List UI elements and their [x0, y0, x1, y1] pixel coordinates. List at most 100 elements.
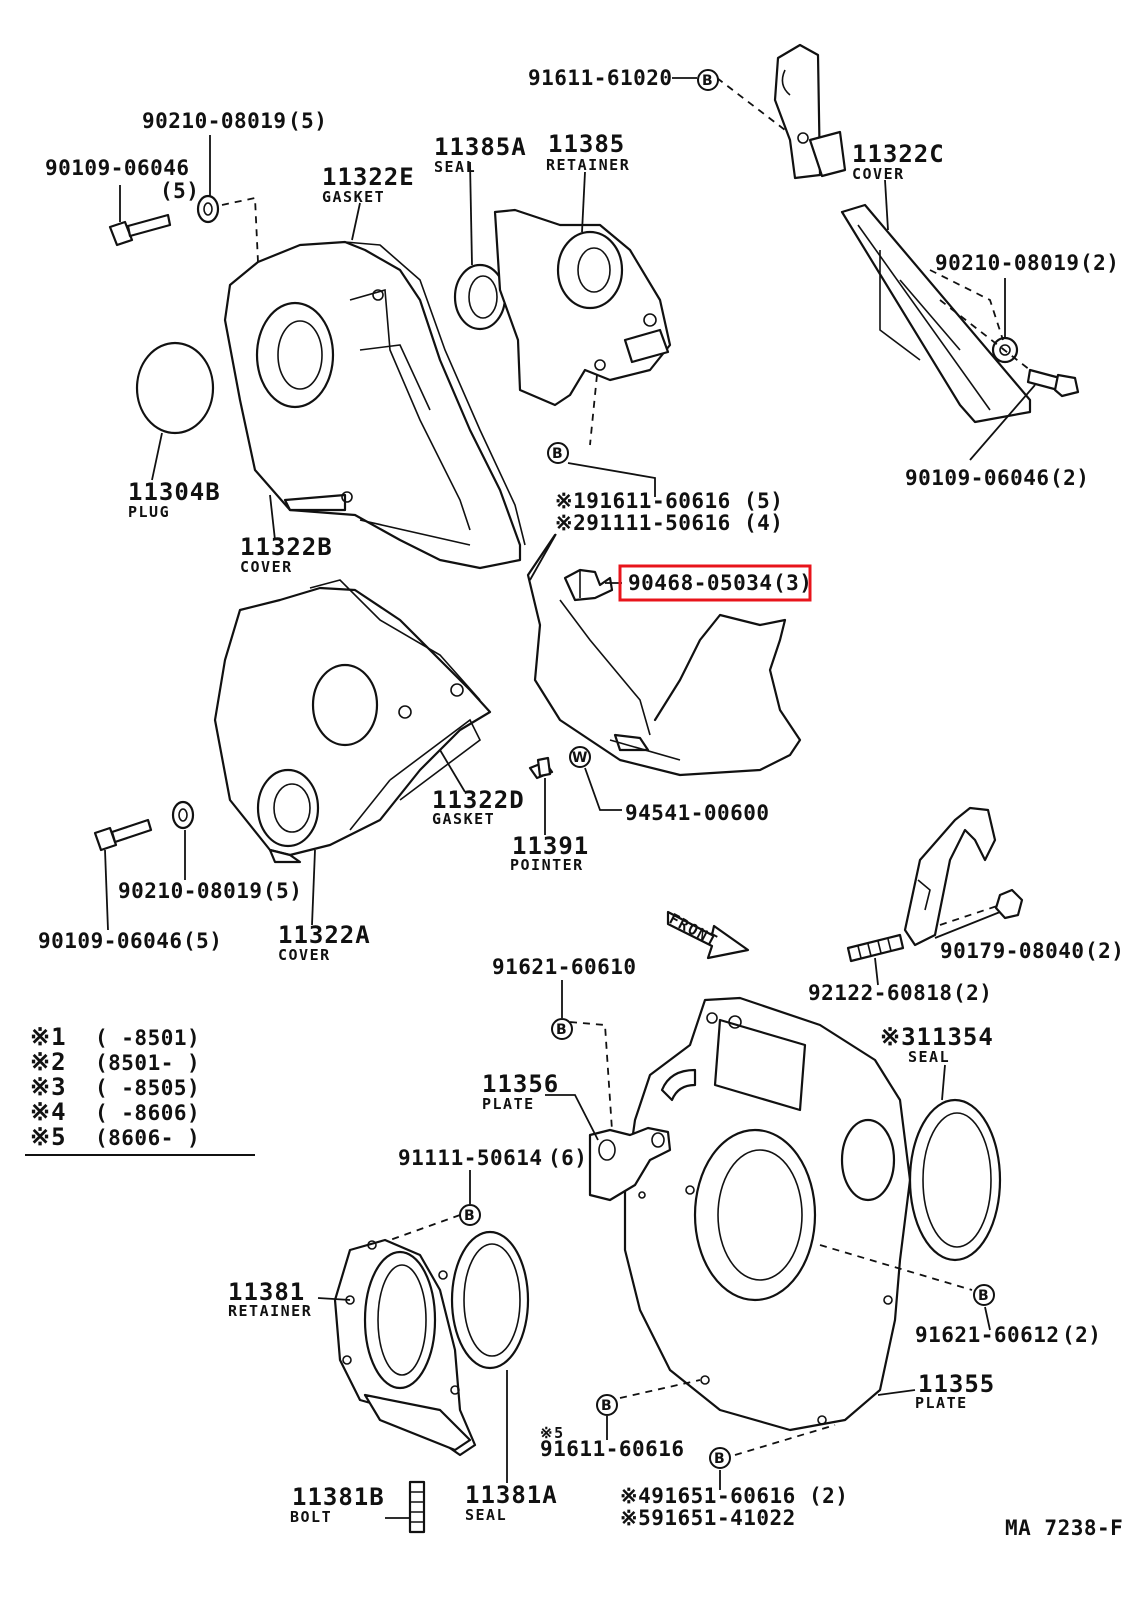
- legend-mark: ※4: [30, 1098, 67, 1126]
- mark-circle-b: B: [551, 1018, 573, 1040]
- svg-text:W: W: [572, 750, 587, 766]
- part-sublabel: SEAL: [465, 1506, 507, 1524]
- part-label: 90109-06046: [45, 156, 190, 180]
- part-label: 11355: [918, 1370, 995, 1398]
- part-label: 11385: [548, 130, 625, 158]
- legend-range: ( -8606): [95, 1101, 200, 1125]
- part-sublabel: GASKET: [432, 810, 495, 828]
- pointer-11391: [528, 756, 554, 780]
- part-sublabel: PLATE: [482, 1095, 535, 1113]
- mark-circle-b: B: [709, 1447, 731, 1469]
- part-sublabel: BOLT: [290, 1508, 332, 1526]
- part-label: 11322A: [278, 921, 371, 949]
- svg-text:B: B: [714, 1451, 725, 1467]
- part-label-highlighted[interactable]: 90468-05034: [628, 571, 773, 595]
- part-sublabel: RETAINER: [228, 1302, 312, 1320]
- part-qty: (6): [548, 1146, 587, 1170]
- part-qty: (5): [183, 929, 222, 953]
- engine-block-outline: [526, 533, 802, 777]
- mark-circle-b: B: [697, 69, 719, 91]
- part-sublabel: COVER: [278, 946, 331, 964]
- legend-mark: ※3: [30, 1073, 67, 1101]
- part-label: 90210-08019: [935, 251, 1080, 275]
- seal-11354: [908, 1098, 1002, 1262]
- part-label: 11381A: [465, 1481, 558, 1509]
- part-sublabel: SEAL: [434, 158, 476, 176]
- part-label: ※591651-41022: [620, 1506, 796, 1530]
- part-label: ※491651-60616 (2): [620, 1484, 848, 1508]
- stud-92122: [846, 933, 905, 963]
- part-label: 90109-06046: [905, 466, 1050, 490]
- part-qty: (2): [953, 981, 992, 1005]
- bolt-right: [1026, 368, 1080, 398]
- upper-timing-cover-11322b: [223, 240, 526, 570]
- part-sublabel: COVER: [852, 165, 905, 183]
- mark-circle-b: B: [547, 442, 569, 464]
- part-qty: (2): [1050, 466, 1089, 490]
- part-qty: (2): [1062, 1323, 1101, 1347]
- part-label: ※191611-60616 (5): [555, 489, 783, 513]
- washer-top-left: [196, 194, 220, 224]
- seal-11381a: [450, 1230, 530, 1370]
- part-label: 91611-61020: [528, 66, 673, 90]
- legend-mark: ※1: [30, 1023, 67, 1051]
- part-qty: (5): [288, 109, 327, 133]
- part-label: 11391: [512, 832, 589, 860]
- lower-timing-cover-11322a: [213, 579, 492, 864]
- part-label: 92122-60818: [808, 981, 953, 1005]
- part-label: 94541-00600: [625, 801, 770, 825]
- part-qty: (5): [263, 879, 302, 903]
- part-label: 11381B: [292, 1483, 385, 1511]
- part-qty: (3): [773, 571, 812, 595]
- part-label: ※311354: [880, 1023, 994, 1051]
- front-label: FRONT: [666, 910, 721, 951]
- part-qty: (5): [160, 179, 199, 203]
- retainer-11385: [493, 208, 672, 407]
- mark-circle-b: B: [973, 1284, 995, 1306]
- bolt-11381b: [408, 1480, 426, 1534]
- clip-90468-05034: [563, 568, 614, 602]
- part-label: 90210-08019: [142, 109, 287, 133]
- part-label: 11322E: [322, 163, 415, 191]
- washer-lower-left: [171, 800, 195, 830]
- svg-text:B: B: [552, 446, 563, 462]
- part-note: ※5: [540, 1424, 565, 1442]
- end-plate-11355: [623, 996, 912, 1432]
- part-label: 91611-60616: [540, 1437, 685, 1461]
- part-sublabel: POINTER: [510, 856, 584, 874]
- seal-11385a: [453, 263, 507, 331]
- svg-text:B: B: [702, 73, 713, 89]
- part-sublabel: COVER: [240, 558, 293, 576]
- part-qty: (2): [1085, 939, 1124, 963]
- part-label: 11322D: [432, 786, 525, 814]
- legend-range: (8606- ): [95, 1126, 200, 1150]
- highlight-box: [618, 564, 812, 602]
- part-label: 11322C: [852, 140, 945, 168]
- svg-text:B: B: [556, 1022, 567, 1038]
- part-qty: (2): [1080, 251, 1119, 275]
- legend: ※1 ( -8501) ※2 (8501- ) ※3 ( -8505) ※4 (…: [25, 1023, 255, 1156]
- cover-11322c-hook: [773, 43, 847, 180]
- legend-mark: ※5: [30, 1123, 67, 1151]
- cover-11322c: [840, 203, 1032, 424]
- part-label: 11356: [482, 1070, 559, 1098]
- mark-circle-b: B: [459, 1204, 481, 1226]
- part-label: 91621-60610: [492, 955, 637, 979]
- legend-range: ( -8501): [95, 1026, 200, 1050]
- legend-range: (8501- ): [95, 1051, 200, 1075]
- legend-mark: ※2: [30, 1048, 67, 1076]
- part-sublabel: GASKET: [322, 188, 385, 206]
- part-label: 90210-08019: [118, 879, 263, 903]
- mark-circle-w: W: [569, 746, 591, 768]
- part-label: 11304B: [128, 478, 221, 506]
- part-sublabel: PLUG: [128, 503, 170, 521]
- part-label: 90179-08040: [940, 939, 1085, 963]
- plug-11304b: [135, 341, 215, 435]
- part-label: 11385A: [434, 133, 527, 161]
- part-label: ※291111-50616 (4): [555, 511, 783, 535]
- part-label: 91621-60612: [915, 1323, 1060, 1347]
- svg-text:B: B: [601, 1398, 612, 1414]
- retainer-11381: [333, 1238, 477, 1457]
